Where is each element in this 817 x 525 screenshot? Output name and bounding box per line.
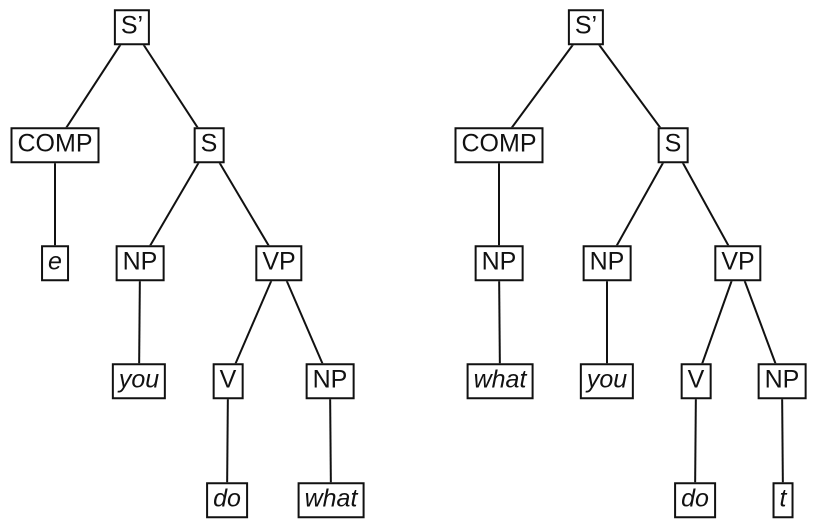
tree-edge-right-tree-s-vp [672, 144, 739, 264]
tree-edge-right-tree-sbar-s [585, 26, 674, 146]
tree-edge-left-tree-v-do [226, 380, 229, 501]
tree-node-left-tree-sbar: S’ [113, 9, 151, 45]
tree-node-right-tree-s: S [657, 127, 689, 163]
tree-edge-left-tree-np1-you [138, 262, 141, 382]
tree-node-left-tree-v: V [212, 363, 244, 399]
tree-node-right-tree-you: you [579, 363, 635, 399]
tree-node-left-tree-e: e [41, 245, 69, 281]
tree-edge-right-tree-np2-t [781, 380, 784, 501]
tree-edge-right-tree-np0-what [498, 262, 501, 382]
tree-node-right-tree-do: do [674, 482, 716, 518]
tree-edge-left-tree-s-vp [208, 144, 280, 264]
tree-node-right-tree-np0: NP [474, 245, 524, 281]
tree-edge-left-tree-vp-v [227, 262, 280, 382]
tree-edge-left-tree-s-np1 [139, 144, 210, 264]
tree-node-right-tree-comp: COMP [454, 127, 544, 163]
tree-node-right-tree-t: t [772, 482, 794, 518]
tree-edge-right-tree-sbar-comp [498, 26, 587, 146]
tree-edge-left-tree-np2-what [329, 380, 332, 501]
tree-node-left-tree-what: what [297, 482, 365, 518]
tree-node-right-tree-v: V [680, 363, 712, 399]
tree-node-right-tree-np1: NP [582, 245, 632, 281]
tree-edge-right-tree-s-np1 [606, 144, 674, 264]
tree-edge-right-tree-v-do [694, 380, 697, 501]
tree-node-left-tree-np1: NP [115, 245, 165, 281]
tree-edge-right-tree-vp-v [695, 262, 739, 382]
tree-node-left-tree-you: you [111, 363, 167, 399]
tree-node-right-tree-sbar: S’ [567, 9, 605, 45]
tree-node-right-tree-vp: VP [714, 245, 762, 281]
tree-edge-left-tree-sbar-s [131, 26, 210, 146]
tree-node-right-tree-what: what [466, 363, 534, 399]
tree-node-left-tree-s: S [193, 127, 225, 163]
tree-node-left-tree-comp: COMP [10, 127, 100, 163]
tree-node-left-tree-do: do [206, 482, 248, 518]
tree-node-left-tree-vp: VP [255, 245, 303, 281]
tree-edge-left-tree-sbar-comp [54, 26, 133, 146]
tree-edge-right-tree-vp-np2 [737, 262, 783, 382]
tree-node-right-tree-np2: NP [757, 363, 807, 399]
tree-edge-left-tree-vp-np2 [278, 262, 331, 382]
tree-node-left-tree-np2: NP [305, 363, 355, 399]
